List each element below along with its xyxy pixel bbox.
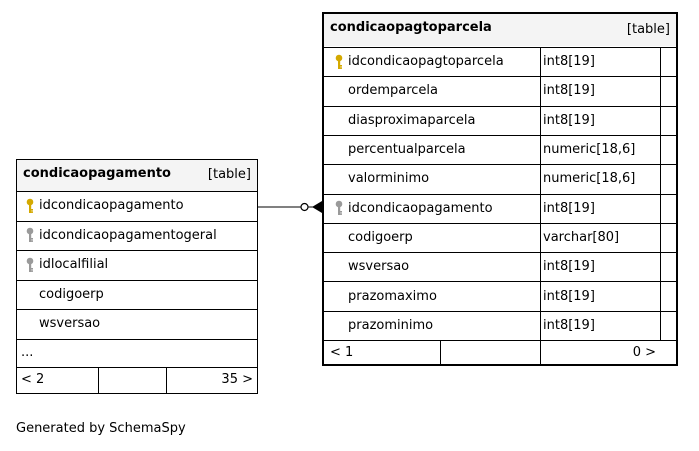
column-name: diasproximaparcela [348, 112, 476, 128]
column-name-cell: valorminimo [334, 164, 429, 193]
column-name-cell: wsversao [334, 252, 409, 281]
table-kind: [table] [207, 167, 251, 182]
footer-parents-count[interactable]: < 2 [21, 372, 45, 388]
column-row: valorminimo numeric[18,6] [324, 164, 676, 193]
column-name-cell: codigoerp [334, 223, 413, 252]
gray-key-icon [334, 200, 344, 216]
table-footer: < 2 35 > [17, 366, 257, 393]
column-name: wsversao [348, 259, 410, 275]
column-name: wsversao [39, 316, 101, 332]
gold-key-icon [334, 54, 344, 70]
column-type: int8[19] [543, 54, 595, 70]
table-kind: [table] [626, 22, 670, 37]
column-name: prazominimo [348, 317, 434, 333]
table-header: condicaopagtoparcela [table] [324, 14, 676, 46]
generated-by-text: Generated by SchemaSpy [16, 421, 186, 436]
column-name-cell: idcondicaopagamento [334, 194, 493, 223]
footer-parents-count[interactable]: < 1 [330, 344, 354, 360]
more-columns-text: ... [21, 345, 34, 360]
column-name-cell: prazominimo [334, 311, 433, 340]
column-name-cell: percentualparcela [334, 135, 466, 164]
table-condicaopagamento: condicaopagamento [table] idcondicaopaga… [16, 159, 258, 394]
column-row: codigoerp varchar[80] [324, 223, 676, 252]
column-name-cell: wsversao [25, 309, 100, 339]
footer-children-count[interactable]: 0 > [632, 344, 656, 360]
column-name: idcondicaopagamento [39, 198, 184, 214]
column-name: percentualparcela [348, 142, 466, 158]
column-name-cell: idcondicaopagamento [25, 191, 184, 221]
footer-children-count[interactable]: 35 > [221, 372, 253, 388]
column-type: int8[19] [543, 83, 595, 99]
column-name: valorminimo [348, 171, 430, 187]
column-type: int8[19] [543, 317, 595, 333]
more-columns-row: ... [17, 339, 257, 367]
column-name-cell: idlocalfilial [25, 250, 108, 280]
column-name-cell: idcondicaopagtoparcela [334, 47, 504, 76]
gray-key-icon [25, 227, 35, 243]
column-name-cell: idcondicaopagamentogeral [25, 221, 217, 251]
column-name-cell: diasproximaparcela [334, 106, 475, 135]
column-row: wsversao [17, 309, 257, 339]
column-row: prazomaximo int8[19] [324, 281, 676, 310]
column-name: idcondicaopagtoparcela [348, 54, 504, 70]
column-row: ordemparcela int8[19] [324, 76, 676, 105]
column-name: codigoerp [39, 286, 104, 302]
table-footer: < 1 0 > [324, 340, 676, 364]
column-type: int8[19] [543, 259, 595, 275]
column-name: idcondicaopagamento [348, 200, 493, 216]
table-condicaopagtoparcela: condicaopagtoparcela [table] idcondicaop… [322, 12, 678, 366]
column-row: codigoerp [17, 280, 257, 310]
column-type: int8[19] [543, 288, 595, 304]
column-name: codigoerp [348, 229, 413, 245]
column-name-cell: prazomaximo [334, 281, 437, 310]
column-name: idcondicaopagamentogeral [39, 227, 217, 243]
column-name: prazomaximo [348, 288, 437, 304]
column-row: idlocalfilial [17, 250, 257, 280]
column-row: percentualparcela numeric[18,6] [324, 135, 676, 164]
gold-key-icon [25, 198, 35, 214]
column-name: ordemparcela [348, 83, 438, 99]
column-name: idlocalfilial [39, 257, 109, 273]
column-name-cell: codigoerp [25, 280, 104, 310]
column-row: prazominimo int8[19] [324, 311, 676, 340]
column-row: diasproximaparcela int8[19] [324, 106, 676, 135]
column-type: numeric[18,6] [543, 171, 636, 187]
gray-key-icon [25, 257, 35, 273]
column-type: int8[19] [543, 112, 595, 128]
column-row: idcondicaopagtoparcela int8[19] [324, 47, 676, 76]
column-name-cell: ordemparcela [334, 76, 438, 105]
column-row: idcondicaopagamentogeral [17, 221, 257, 251]
column-row: idcondicaopagamento int8[19] [324, 194, 676, 223]
column-row: idcondicaopagamento [17, 191, 257, 221]
column-type: varchar[80] [543, 229, 620, 245]
table-name: condicaopagamento [23, 166, 171, 181]
table-name: condicaopagtoparcela [330, 20, 492, 35]
column-type: numeric[18,6] [543, 142, 636, 158]
column-type: int8[19] [543, 200, 595, 216]
column-row: wsversao int8[19] [324, 252, 676, 281]
table-header: condicaopagamento [table] [17, 160, 257, 191]
